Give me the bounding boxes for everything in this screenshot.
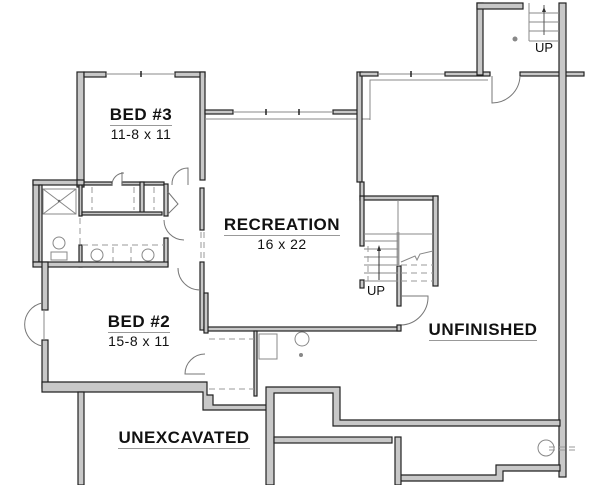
room-label-bed3: BED #3 11-8 x 11: [96, 106, 186, 142]
sink-icon: [141, 248, 155, 262]
stair-up-label: UP: [367, 283, 386, 298]
upper-stair-treads: [528, 3, 559, 42]
room-label-recreation: RECREATION 16 x 22: [222, 216, 342, 252]
lower-interior-walls: [184, 324, 402, 397]
recreation-walls: [199, 71, 370, 331]
room-label-unfinished: UNFINISHED: [428, 321, 538, 341]
floor-drain-icon: [299, 353, 303, 357]
stair-up-label: UP: [535, 40, 554, 55]
room-name: BED #3: [109, 105, 173, 126]
bed2-walls: [24, 261, 271, 411]
room-name: UNFINISHED: [428, 320, 538, 341]
unfinished-walls: [359, 2, 585, 478]
main-stair: [359, 195, 439, 326]
room-label-bed2: BED #2 15-8 x 11: [84, 313, 194, 349]
bath-walls: [32, 167, 189, 268]
sink-icon: [90, 248, 104, 262]
room-name: UNEXCAVATED: [118, 428, 250, 449]
room-dimensions: 16 x 22: [257, 236, 307, 252]
room-label-unexcavated: UNEXCAVATED: [114, 429, 254, 449]
sump-pit-icon: [537, 439, 555, 457]
room-dimensions: 15-8 x 11: [108, 333, 170, 349]
room-dimensions: 11-8 x 11: [110, 126, 172, 142]
water-heater-icon: [294, 331, 310, 347]
bed3-walls: [76, 71, 206, 188]
room-name: BED #2: [107, 312, 171, 333]
room-name: RECREATION: [223, 215, 341, 236]
hall-wall: [359, 181, 365, 197]
foundation-walls: [77, 386, 575, 485]
floor-drain-icon: [512, 36, 518, 42]
